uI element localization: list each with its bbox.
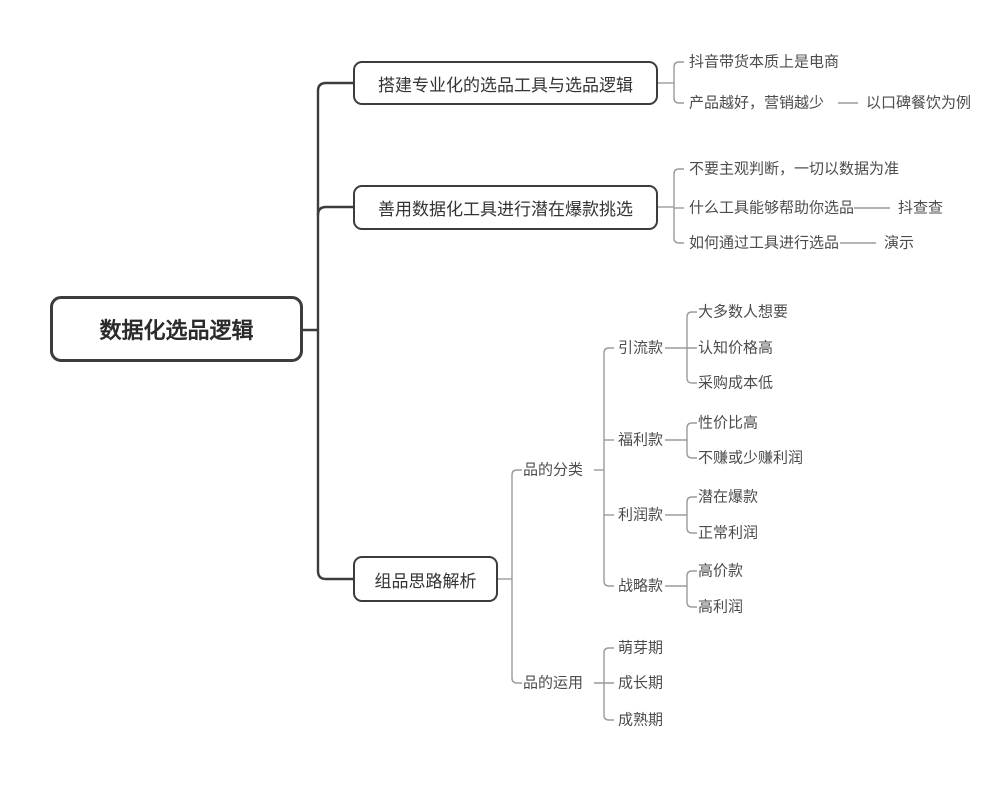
leaf-node[interactable]: 不要主观判断，一切以数据为准 xyxy=(689,160,900,178)
leaf-node[interactable]: 什么工具能够帮助你选品 xyxy=(689,199,855,217)
leaf-node[interactable]: 性价比高 xyxy=(698,414,759,432)
leaf-node[interactable]: 产品越好，营销越少 xyxy=(689,94,825,112)
leaf-node[interactable]: 成熟期 xyxy=(618,711,664,729)
leaf-node[interactable]: 高价款 xyxy=(698,562,744,580)
branch2-elbow-line xyxy=(316,205,355,217)
root-node-label: 数据化选品逻辑 xyxy=(99,318,254,343)
note-node[interactable]: 以口碑餐饮为例 xyxy=(866,94,972,112)
subtopic-node[interactable]: 品的运用 xyxy=(523,674,584,692)
leaf-node[interactable]: 成长期 xyxy=(618,674,664,692)
branch-node-3[interactable]: 组品思路解析 xyxy=(353,556,498,602)
leaf-node[interactable]: 如何通过工具进行选品 xyxy=(689,234,840,252)
leaf-node[interactable]: 采购成本低 xyxy=(698,374,774,392)
leaf-node[interactable]: 正常利润 xyxy=(698,524,759,542)
subtopic-node[interactable]: 品的分类 xyxy=(523,461,584,479)
branch-node-3-label: 组品思路解析 xyxy=(374,571,477,591)
note-node[interactable]: 抖查查 xyxy=(898,199,944,217)
branch-node-1[interactable]: 搭建专业化的选品工具与选品逻辑 xyxy=(353,61,658,105)
branch-node-2-label: 善用数据化工具进行潜在爆款挑选 xyxy=(378,200,633,219)
leaf-node[interactable]: 认知价格高 xyxy=(698,339,774,357)
root-node[interactable]: 数据化选品逻辑 xyxy=(50,296,303,362)
branch-node-1-label: 搭建专业化的选品工具与选品逻辑 xyxy=(378,75,633,95)
leaf-node[interactable]: 不赚或少赚利润 xyxy=(698,449,804,467)
leaf-node[interactable]: 抖音带货本质上是电商 xyxy=(689,53,840,71)
category-node[interactable]: 利润款 xyxy=(618,506,664,524)
category-node[interactable]: 福利款 xyxy=(618,431,664,449)
main-trunk-line xyxy=(316,81,355,581)
category-node[interactable]: 引流款 xyxy=(618,339,664,357)
leaf-node[interactable]: 潜在爆款 xyxy=(698,488,759,506)
leaf-node[interactable]: 萌芽期 xyxy=(618,639,664,657)
branch-node-2[interactable]: 善用数据化工具进行潜在爆款挑选 xyxy=(353,185,658,230)
note-node[interactable]: 演示 xyxy=(884,234,915,252)
leaf-node[interactable]: 高利润 xyxy=(698,598,744,616)
leaf-node[interactable]: 大多数人想要 xyxy=(698,303,789,321)
category-node[interactable]: 战略款 xyxy=(618,577,664,595)
